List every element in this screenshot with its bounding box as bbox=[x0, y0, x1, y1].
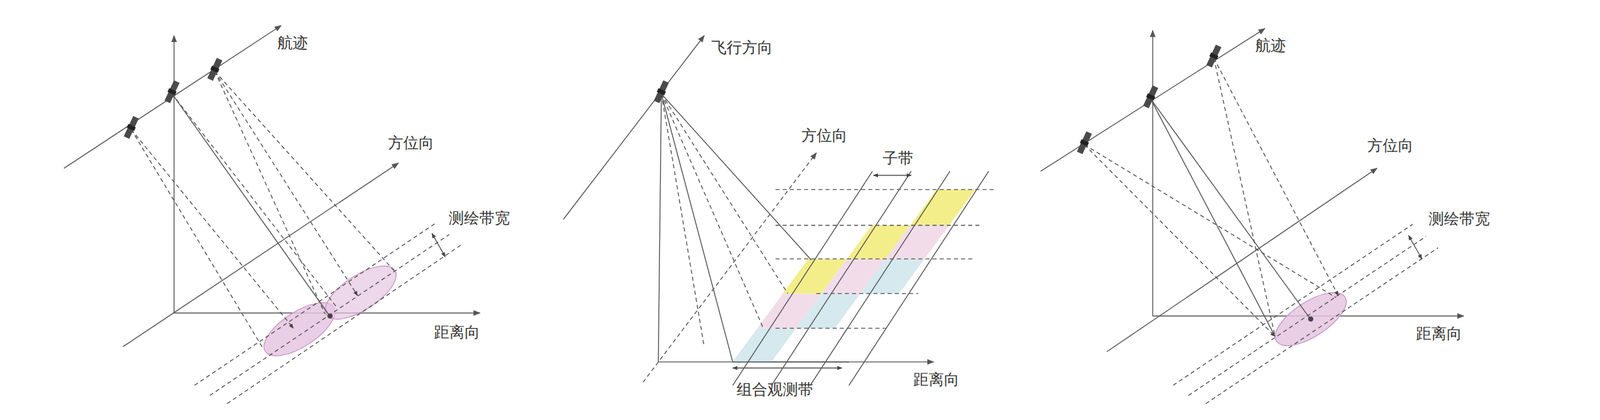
subband-label: 子带 bbox=[882, 150, 914, 167]
axis-label: 距离向 bbox=[913, 371, 960, 388]
subband-line bbox=[732, 171, 873, 386]
subband-cell bbox=[860, 258, 924, 294]
axis-label: 方位向 bbox=[1367, 137, 1414, 154]
row-dash bbox=[775, 189, 995, 190]
subband-cell bbox=[885, 225, 949, 259]
axis-label: 方位向 bbox=[388, 134, 434, 152]
swath-label: 测绘带宽 bbox=[448, 210, 510, 227]
subband-line bbox=[848, 171, 989, 386]
row-dash bbox=[775, 258, 974, 260]
axis-label: 距离向 bbox=[1416, 325, 1462, 342]
subband-line bbox=[810, 171, 950, 386]
swath-label: 组合观测带 bbox=[736, 381, 814, 398]
axis-label: 航迹 bbox=[277, 34, 308, 52]
subband-line bbox=[771, 171, 912, 386]
row-dash bbox=[775, 328, 886, 329]
grid-edge bbox=[732, 361, 849, 362]
axis-label: 航迹 bbox=[1255, 37, 1286, 54]
axis-label: 飞行方向 bbox=[711, 39, 773, 56]
axis-label: 距离向 bbox=[434, 324, 480, 341]
swath-label: 测绘带宽 bbox=[1428, 210, 1490, 228]
row-dash bbox=[775, 224, 982, 226]
axis-label: 方位向 bbox=[801, 127, 848, 144]
subband-cell bbox=[732, 328, 796, 362]
